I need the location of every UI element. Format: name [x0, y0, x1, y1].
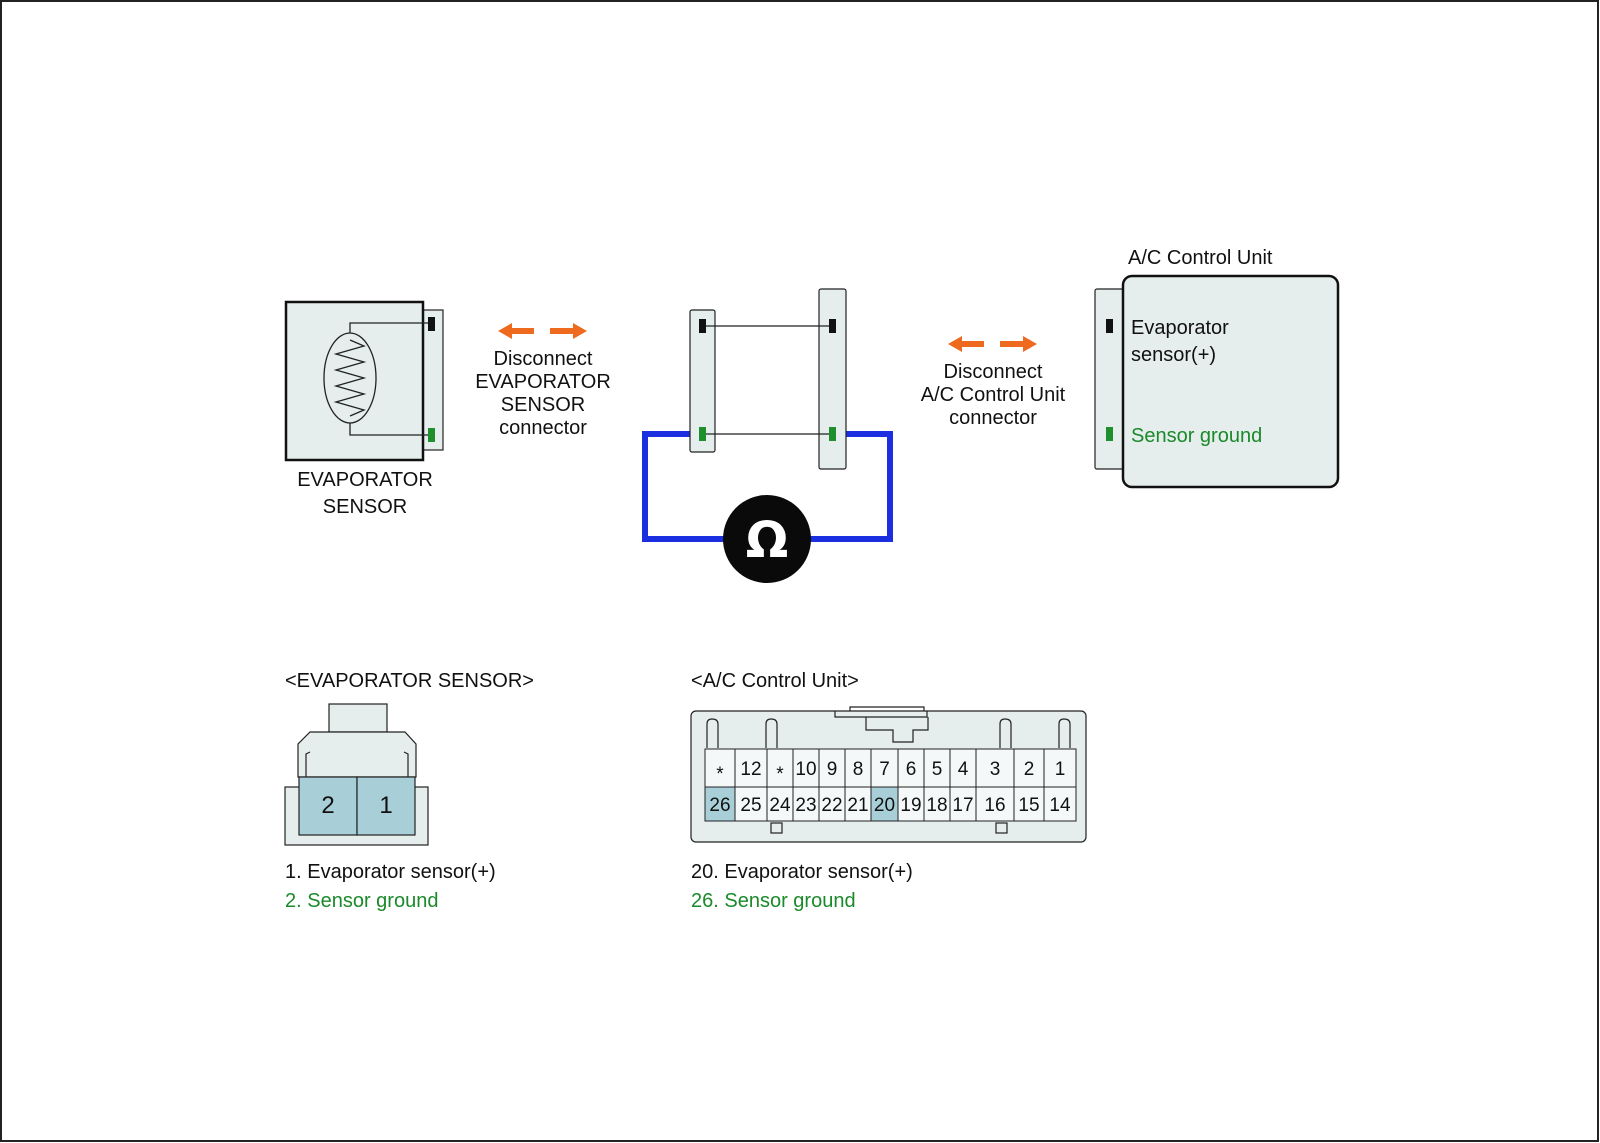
- acu-pin-26-cell: [704, 786, 736, 822]
- evaporator-sensor: EVAPORATOR SENSOR: [284, 300, 444, 518]
- acu-pin-unused-0-label: *: [716, 764, 724, 785]
- acu-connector-tab: [1094, 288, 1126, 470]
- acu-title: A/C Control Unit: [1128, 247, 1273, 269]
- acu-pin-18-cell: [923, 786, 951, 822]
- acu-pin-15-label: 15: [1018, 795, 1039, 816]
- meter-lead-right: [808, 431, 893, 542]
- evap-connector-title: <EVAPORATOR SENSOR>: [285, 670, 534, 692]
- evap-sensor-pin-ground: [428, 428, 435, 442]
- acu-legend-pin20: 20. Evaporator sensor(+): [691, 861, 913, 883]
- acu-pin-plus-label-line1: Evaporator: [1131, 317, 1229, 339]
- disconnect-acu-line1: Disconnect: [944, 361, 1043, 383]
- evap-legend-pin2: 2. Sensor ground: [285, 890, 438, 912]
- acu-pin-12-label: 12: [740, 759, 761, 780]
- acu-connector-housing-details: [706, 706, 1071, 834]
- evap-connector-left-clip: [305, 751, 311, 777]
- acu-pin-23-label: 23: [795, 795, 816, 816]
- acu-pin-8-cell: [844, 748, 872, 788]
- harness-left-pin-plus: [699, 319, 706, 333]
- acu-pin-6-label: 6: [906, 759, 917, 780]
- disconnect-acu-text: Disconnect A/C Control Unit connector: [921, 361, 1066, 429]
- disconnect-acu-arrow: [948, 336, 1037, 352]
- disconnect-evap-line2: EVAPORATOR: [475, 371, 611, 393]
- acu-pin-5-label: 5: [932, 759, 943, 780]
- acu-pin-17-label: 17: [952, 795, 973, 816]
- acu-pin-24-label: 24: [769, 795, 791, 816]
- acu-pin-1-cell: [1043, 748, 1077, 788]
- harness-right-pin-ground: [829, 427, 836, 441]
- acu-pin-9-label: 9: [827, 759, 838, 780]
- acu-pin-14-cell: [1043, 786, 1077, 822]
- acu-pin-ground: [1106, 427, 1113, 441]
- disconnect-evap-arrow: [498, 323, 587, 339]
- acu-pin-unused-2-label: *: [776, 764, 784, 785]
- acu-pin-21-label: 21: [847, 795, 868, 816]
- meter-lead-left: [642, 431, 725, 542]
- acu-pin-26-label: 26: [709, 795, 730, 816]
- acu-pin-14-label: 14: [1049, 795, 1071, 816]
- acu-body: [1121, 274, 1340, 489]
- evap-sensor-label-line2: SENSOR: [323, 496, 407, 518]
- evap-connector-pin-1-label: 1: [379, 792, 392, 819]
- disconnect-acu-line2: A/C Control Unit: [921, 384, 1066, 406]
- acu-pin-2-label: 2: [1024, 759, 1035, 780]
- acu-pin-4-label: 4: [958, 759, 969, 780]
- acu-legend-pin26: 26. Sensor ground: [691, 890, 856, 912]
- ac-control-unit: A/C Control Unit Evaporator sensor(+) Se…: [1094, 247, 1340, 489]
- acu-pin-15-cell: [1013, 786, 1045, 822]
- disconnect-evap-text: Disconnect EVAPORATOR SENSOR connector: [475, 348, 611, 439]
- acu-pin-ground-label: Sensor ground: [1131, 425, 1262, 447]
- acu-pin-10-cell: [792, 748, 820, 788]
- harness-connectors: Ω: [642, 288, 893, 583]
- acu-pin-20-label: 20: [874, 795, 895, 816]
- acu-pin-7-label: 7: [879, 759, 890, 780]
- evap-connector-right-clip: [403, 751, 409, 777]
- evap-connector-latch: [328, 703, 388, 733]
- evap-connector-pin-2-label: 2: [321, 792, 334, 819]
- acu-pin-19-label: 19: [900, 795, 921, 816]
- acu-pin-plus: [1106, 319, 1113, 333]
- acu-pin-10-label: 10: [795, 759, 816, 780]
- acu-pin-1-label: 1: [1055, 759, 1066, 780]
- disconnect-evap-line3: SENSOR: [501, 394, 585, 416]
- acu-pin-25-label: 25: [740, 795, 761, 816]
- acu-pin-17-cell: [949, 786, 977, 822]
- acu-pin-4-cell: [949, 748, 977, 788]
- disconnect-acu-line3: connector: [949, 407, 1037, 429]
- thermistor-symbol: [323, 322, 428, 436]
- disconnect-evap-line4: connector: [499, 417, 587, 439]
- ohmmeter-icon: [723, 495, 811, 583]
- ohm-symbol: Ω: [746, 511, 789, 569]
- acu-pin-22-cell: [818, 786, 846, 822]
- evap-connector-pin-2: [298, 776, 358, 836]
- harness-connector-acu-side: [818, 288, 847, 470]
- harness-right-pin-plus: [829, 319, 836, 333]
- evap-connector-view: <EVAPORATOR SENSOR> 2 1 1. Evaporator se…: [284, 670, 534, 912]
- acu-pin-21-cell: [844, 786, 872, 822]
- evap-connector-pin-1: [356, 776, 416, 836]
- acu-pin-22-label: 22: [821, 795, 842, 816]
- disconnect-evap-line1: Disconnect: [494, 348, 593, 370]
- acu-pin-9-cell: [818, 748, 846, 788]
- evap-sensor-pin-plus: [428, 317, 435, 331]
- evap-legend-pin1: 1. Evaporator sensor(+): [285, 861, 496, 883]
- acu-pin-plus-label-line2: sensor(+): [1131, 344, 1216, 366]
- harness-connector-sensor-side: [689, 309, 716, 453]
- harness-left-pin-ground: [699, 427, 706, 441]
- acu-pin-3-label: 3: [990, 759, 1001, 780]
- evap-connector-shoulder: [297, 731, 417, 778]
- acu-pin-8-label: 8: [853, 759, 864, 780]
- evap-sensor-label-line1: EVAPORATOR: [297, 469, 433, 491]
- acu-pin-18-label: 18: [926, 795, 947, 816]
- acu-pin-7-cell: [870, 748, 899, 788]
- acu-connector-title: <A/C Control Unit>: [691, 670, 859, 692]
- acu-pin-16-label: 16: [984, 795, 1005, 816]
